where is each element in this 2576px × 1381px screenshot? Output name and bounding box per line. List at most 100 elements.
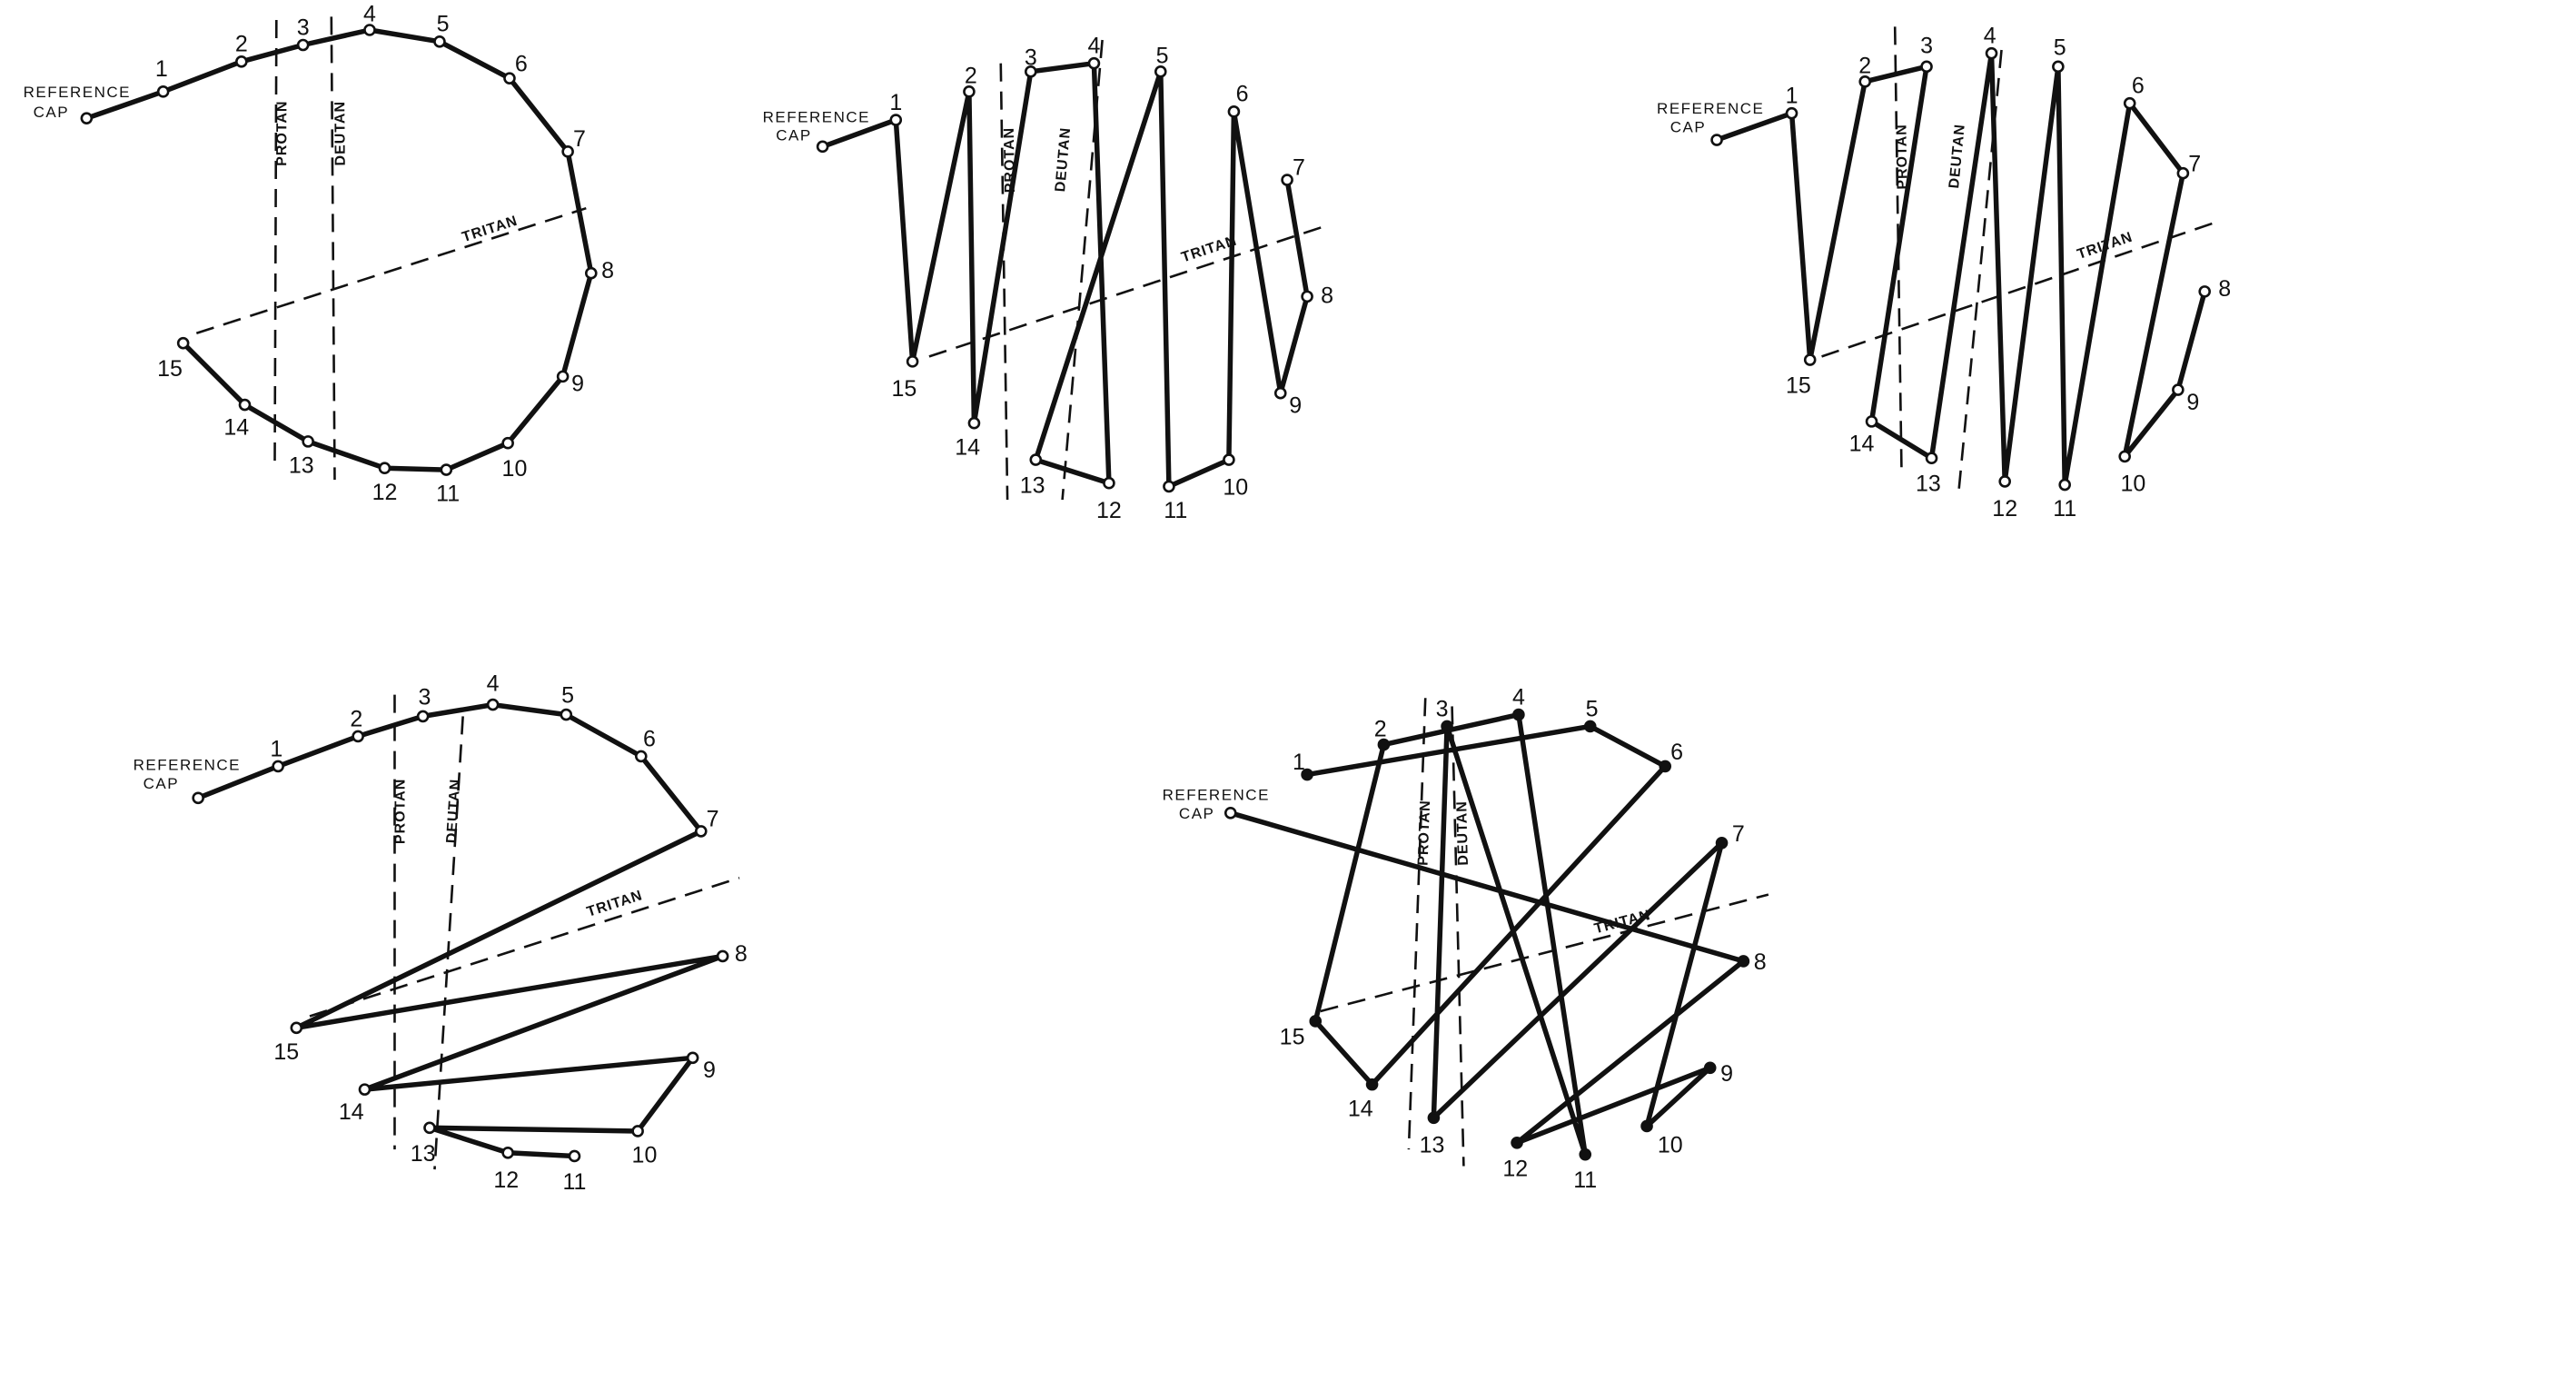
- cap-5-label: 5: [561, 683, 574, 709]
- cap-13-label: 13: [289, 453, 314, 479]
- protan-axis: [999, 63, 1009, 501]
- cap-15-label: 15: [157, 356, 183, 382]
- cap-14-label: 14: [223, 414, 249, 440]
- arrangement-path: [1714, 50, 2207, 488]
- cap-6-label: 6: [515, 52, 528, 77]
- cap-13-marker: [1427, 1111, 1441, 1125]
- cap-5-marker: [1154, 65, 1167, 78]
- cap-13-label: 13: [1420, 1133, 1445, 1158]
- cap-6-marker: [634, 750, 648, 763]
- cap-4-label: 4: [1984, 24, 1996, 49]
- cap-14-label: 14: [955, 434, 980, 460]
- protan-axis: [1893, 26, 1903, 475]
- cap-9-label: 9: [2186, 390, 2199, 415]
- cap-3-label: 3: [297, 15, 310, 40]
- cap-7-label: 7: [1293, 154, 1305, 180]
- cap-3-label: 3: [419, 684, 431, 710]
- cap-6-marker: [1227, 105, 1241, 118]
- deutan-axis-label: DEUTAN: [444, 778, 463, 843]
- cap-4-label: 4: [487, 671, 500, 697]
- cap-8-marker: [716, 949, 729, 963]
- cap-11-marker: [568, 1149, 581, 1163]
- cap-9-label: 9: [571, 372, 584, 397]
- reference-cap-marker: [1710, 134, 1723, 146]
- deutan-axis-label: DEUTAN: [332, 101, 348, 166]
- cap-7-marker: [561, 145, 574, 158]
- cap-5-label: 5: [1156, 44, 1169, 69]
- cap-7-marker: [1715, 836, 1729, 849]
- cap-14-marker: [358, 1083, 372, 1096]
- cap-1-marker: [156, 85, 170, 98]
- cap-10-marker: [2118, 450, 2131, 463]
- cap-6-marker: [503, 72, 516, 84]
- cap-9-label: 9: [703, 1058, 716, 1083]
- reference-cap-label: REFERENCE: [763, 108, 870, 125]
- cap-8-label: 8: [1321, 283, 1333, 309]
- deutan-axis-label: DEUTAN: [1947, 124, 1968, 190]
- cap-10-marker: [1223, 453, 1235, 466]
- cap-12-marker: [1103, 476, 1115, 490]
- cap-12-label: 12: [1096, 498, 1122, 523]
- arrangement-path: [819, 60, 1310, 490]
- cap-4-marker: [1985, 46, 1998, 60]
- cap-10-marker: [501, 436, 514, 450]
- protan-axis-label: PROTAN: [393, 779, 409, 844]
- cap-13-marker: [302, 435, 314, 448]
- cap-8-marker: [584, 266, 598, 280]
- cap-4-marker: [363, 24, 376, 36]
- cap-6-marker: [2123, 96, 2136, 110]
- arrangement-path: [84, 27, 594, 472]
- cap-14-label: 14: [339, 1099, 364, 1125]
- cap-4-marker: [486, 698, 500, 711]
- cap-6-label: 6: [643, 726, 656, 751]
- cap-8-label: 8: [1754, 949, 1767, 975]
- cap-12-label: 12: [372, 480, 398, 505]
- cap-5-marker: [560, 708, 573, 721]
- cap-7-marker: [1281, 174, 1293, 186]
- reference-cap-label: CAP: [34, 104, 69, 121]
- cap-10-label: 10: [1658, 1133, 1683, 1158]
- cap-12-label: 12: [493, 1167, 519, 1193]
- cap-12-label: 12: [1502, 1156, 1528, 1181]
- cap-8-marker: [2198, 285, 2211, 298]
- cap-6-label: 6: [1236, 82, 1249, 107]
- reference-cap-label: CAP: [1670, 118, 1706, 135]
- cap-15-marker: [176, 336, 190, 350]
- reference-cap-label: CAP: [776, 127, 811, 144]
- cap-14-marker: [1865, 415, 1878, 428]
- cap-3-label: 3: [1025, 45, 1037, 70]
- cap-7-label: 7: [573, 126, 586, 152]
- cap-8-marker: [1301, 290, 1313, 303]
- reference-cap-label: REFERENCE: [1163, 787, 1270, 804]
- tritan-axis: [195, 206, 587, 334]
- cap-7-label: 7: [707, 806, 719, 831]
- reference-cap-label: REFERENCE: [24, 84, 131, 101]
- tritan-axis: [309, 877, 740, 1018]
- cap-15-label: 15: [273, 1039, 299, 1065]
- cap-13-label: 13: [1020, 473, 1045, 499]
- cap-9-marker: [556, 370, 570, 383]
- cap-9-marker: [1703, 1061, 1717, 1075]
- reference-cap-label: REFERENCE: [134, 757, 241, 774]
- cap-2-label: 2: [1858, 54, 1871, 79]
- cap-1-label: 1: [1786, 84, 1798, 109]
- reference-cap-label: REFERENCE: [1657, 100, 1764, 117]
- cap-12-marker: [378, 462, 391, 475]
- reference-cap-marker: [1224, 806, 1237, 820]
- cap-4-marker: [1087, 56, 1101, 70]
- cap-2-marker: [352, 730, 364, 743]
- cap-2-label: 2: [235, 32, 248, 57]
- cap-10-marker: [631, 1125, 644, 1138]
- cap-13-marker: [1925, 452, 1938, 465]
- cap-7-marker: [694, 825, 708, 838]
- deutan-axis: [1957, 49, 2003, 497]
- cap-1-label: 1: [155, 56, 168, 82]
- cap-8-label: 8: [735, 941, 748, 967]
- cap-15-marker: [906, 355, 919, 368]
- cap-2-label: 2: [350, 706, 362, 731]
- deutan-axis: [1061, 39, 1104, 501]
- cap-1-label: 1: [889, 90, 902, 115]
- protan-axis-label: PROTAN: [1894, 124, 1910, 190]
